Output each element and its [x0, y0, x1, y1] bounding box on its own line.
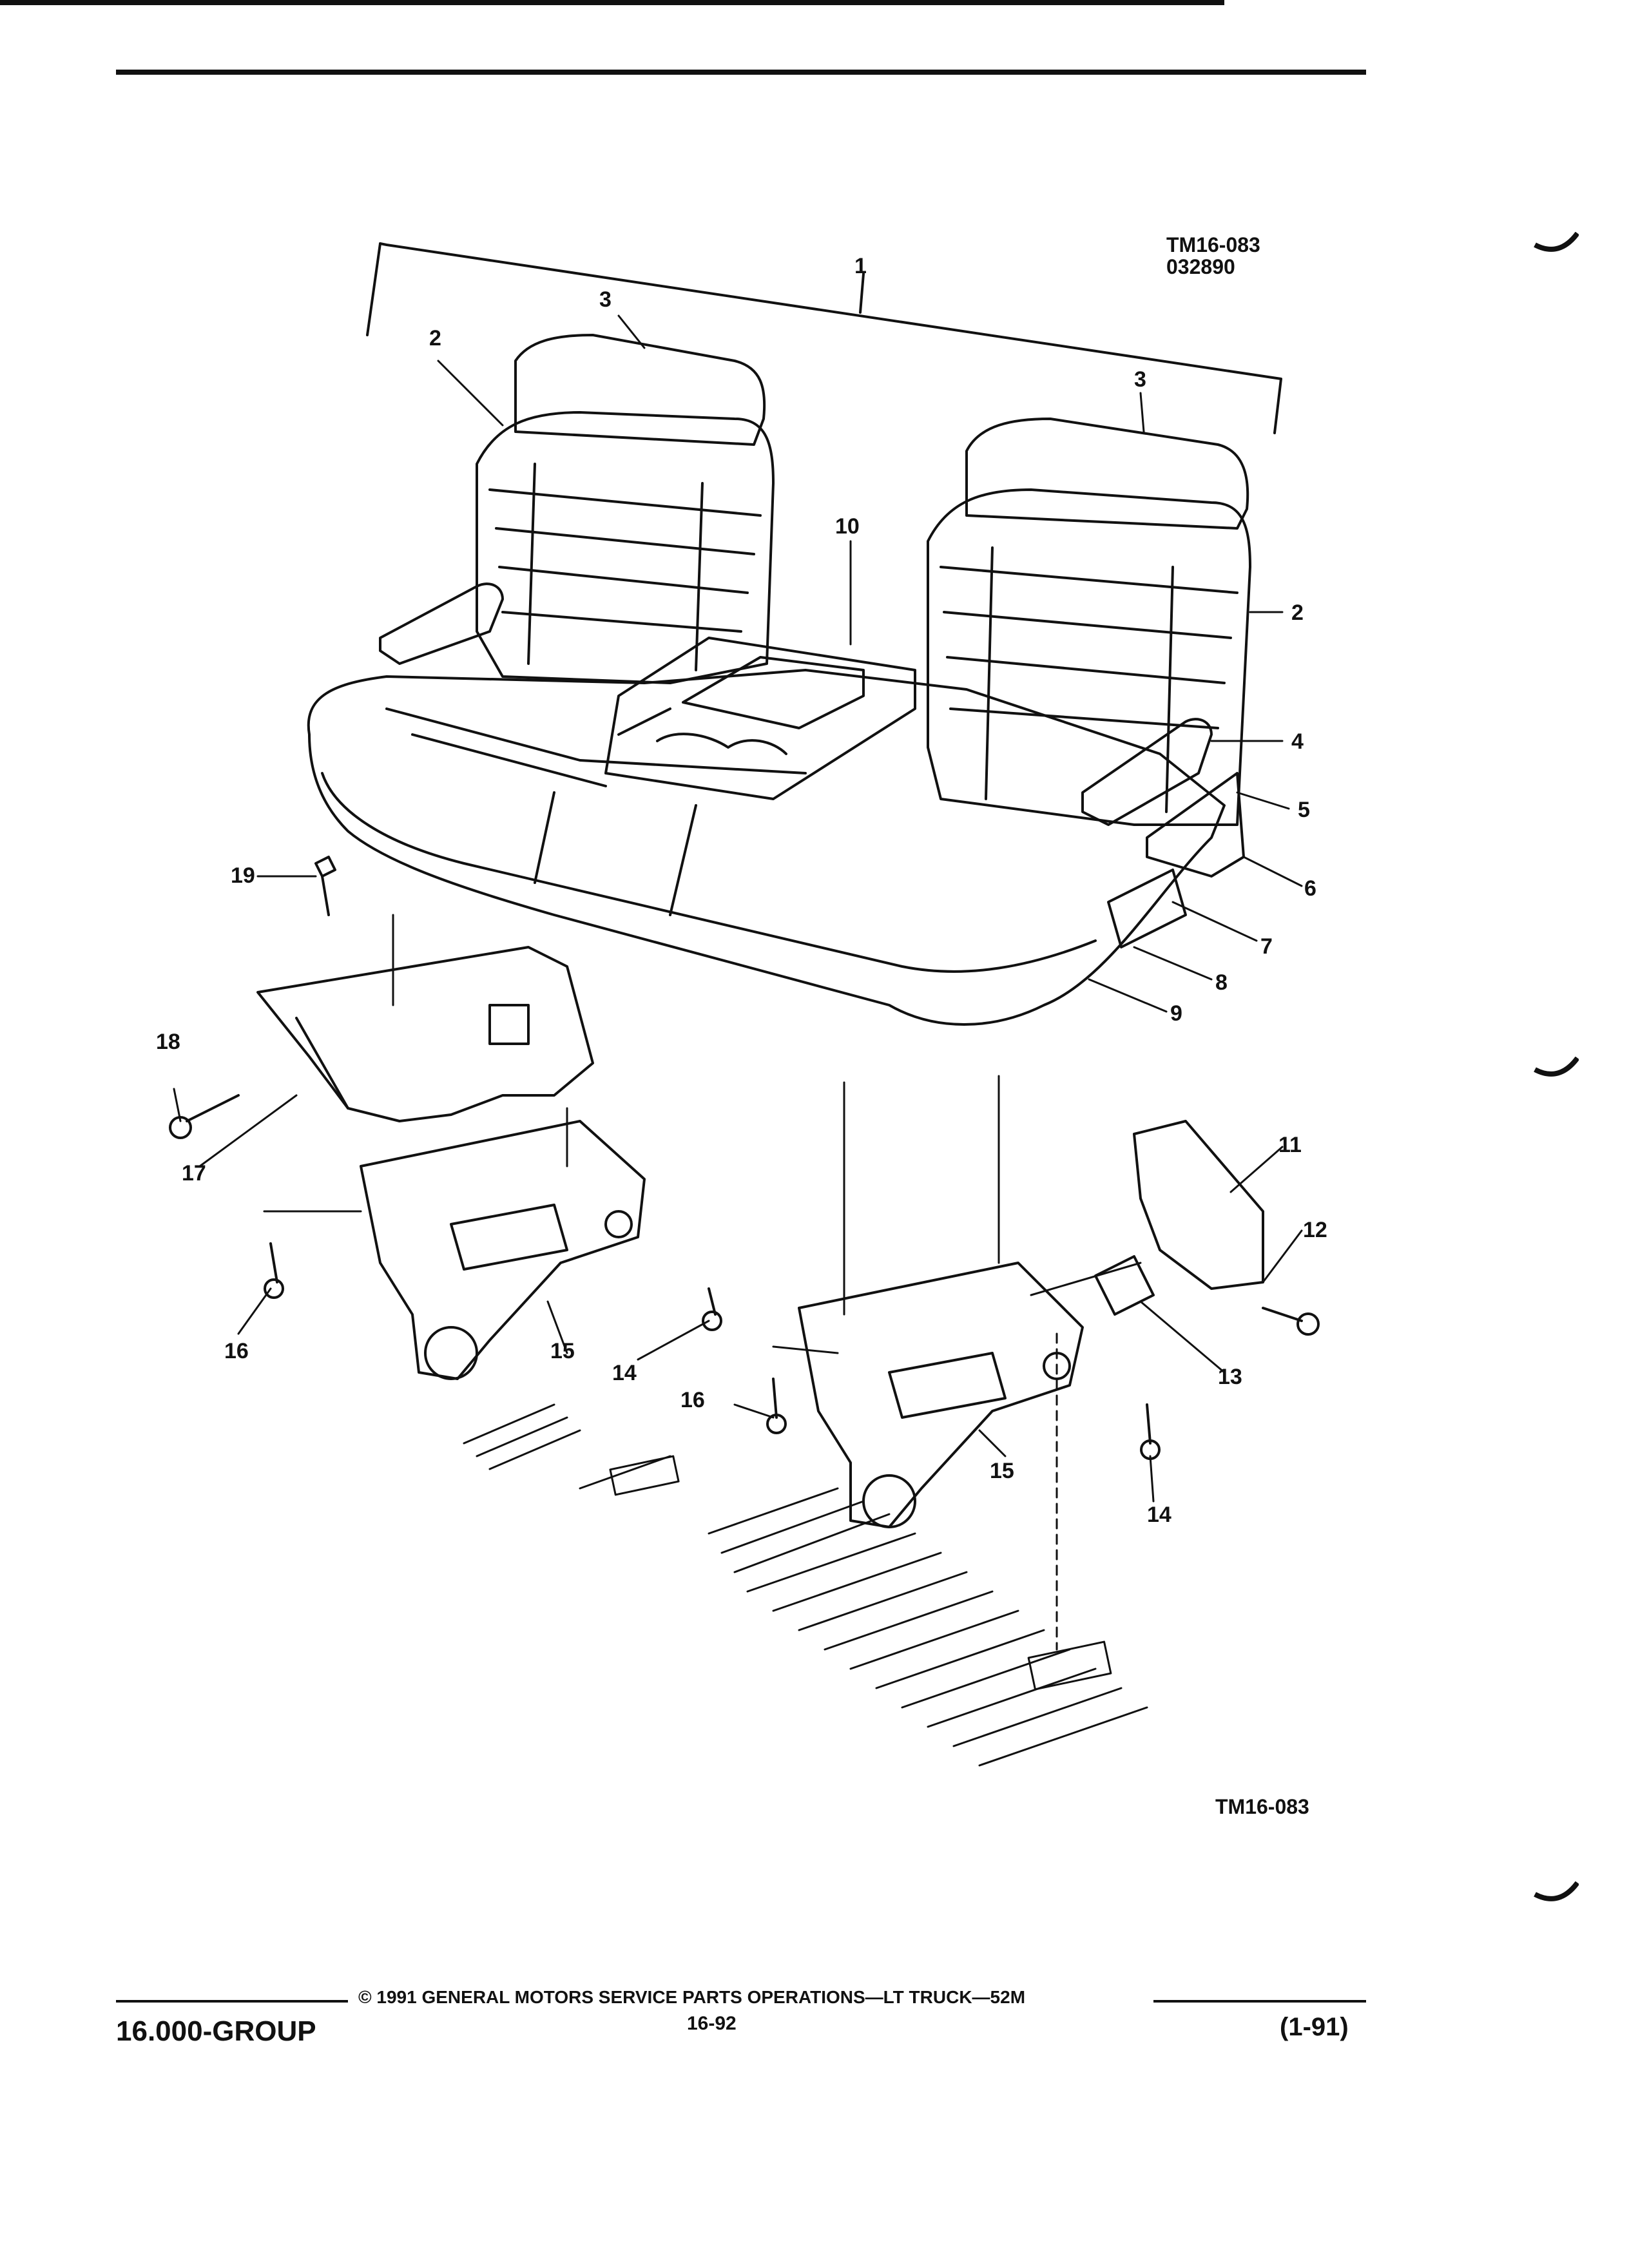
- screw-16a: [269, 1242, 278, 1283]
- figure-id-line1: TM16-083: [1166, 233, 1260, 256]
- callout-15-right: 15: [990, 1459, 1014, 1483]
- screw-14a: [708, 1287, 717, 1316]
- callout-17: 17: [182, 1161, 206, 1186]
- footer-group: 16.000-GROUP: [116, 2015, 316, 2047]
- latch-bracket: [1133, 1120, 1264, 1290]
- callout-19: 19: [231, 863, 255, 888]
- bolt-12: [1262, 1307, 1303, 1322]
- callout-2-left: 2: [429, 326, 441, 351]
- side-panel: [256, 946, 594, 1122]
- figure-id-line2: 032890: [1166, 255, 1235, 278]
- callout-16-right: 16: [680, 1388, 705, 1412]
- header-rule: [116, 70, 1366, 75]
- callout-16-left: 16: [224, 1339, 249, 1363]
- floor-hatching: [463, 1403, 1148, 1767]
- callout-6: 6: [1304, 876, 1316, 901]
- binder-mark: [1534, 1881, 1579, 1901]
- callout-5: 5: [1298, 798, 1310, 822]
- callout-4: 4: [1291, 729, 1304, 754]
- seat-cushion: [307, 669, 1226, 1026]
- callout-14-right: 14: [1147, 1503, 1171, 1527]
- callout-8: 8: [1215, 970, 1228, 995]
- footer-revision: (1-91): [1280, 2013, 1349, 2041]
- right-seatback: [927, 488, 1251, 826]
- footer-rule-left: [116, 2000, 348, 2003]
- screw-18: [186, 1094, 240, 1122]
- footer-rule-right: [1153, 2000, 1366, 2003]
- callout-14-left: 14: [612, 1361, 637, 1385]
- binder-mark: [1534, 1057, 1579, 1077]
- footer-copyright: © 1991 GENERAL MOTORS SERVICE PARTS OPER…: [358, 1987, 1026, 2007]
- screw-14b: [1146, 1403, 1152, 1445]
- callout-1: 1: [854, 254, 867, 278]
- callout-10: 10: [835, 514, 860, 539]
- center-console: [604, 637, 916, 800]
- left-seatback: [476, 411, 775, 684]
- callout-12: 12: [1303, 1218, 1327, 1242]
- binder-mark: [1534, 232, 1579, 252]
- callout-18: 18: [156, 1030, 180, 1054]
- scan-edge-rule: [0, 0, 1224, 5]
- callout-11: 11: [1278, 1133, 1302, 1157]
- callout-2-right: 2: [1291, 601, 1304, 625]
- figure-caption: TM16-083: [1215, 1795, 1309, 1818]
- callout-7: 7: [1260, 934, 1273, 959]
- callout-9: 9: [1170, 1001, 1182, 1026]
- callout-3-right: 3: [1134, 367, 1146, 392]
- assembly-bracket: [379, 242, 1282, 434]
- right-seat-riser: [798, 1262, 1084, 1528]
- screw-16b: [772, 1378, 778, 1419]
- callout-13: 13: [1218, 1365, 1242, 1389]
- bolt-19: [314, 856, 336, 916]
- callout-15-left: 15: [550, 1339, 575, 1363]
- left-seat-riser: [360, 1120, 646, 1380]
- callout-3-left: 3: [599, 287, 612, 312]
- figure-id: TM16-083 032890: [1166, 233, 1260, 278]
- footer-page-number: 16-92: [687, 2013, 737, 2034]
